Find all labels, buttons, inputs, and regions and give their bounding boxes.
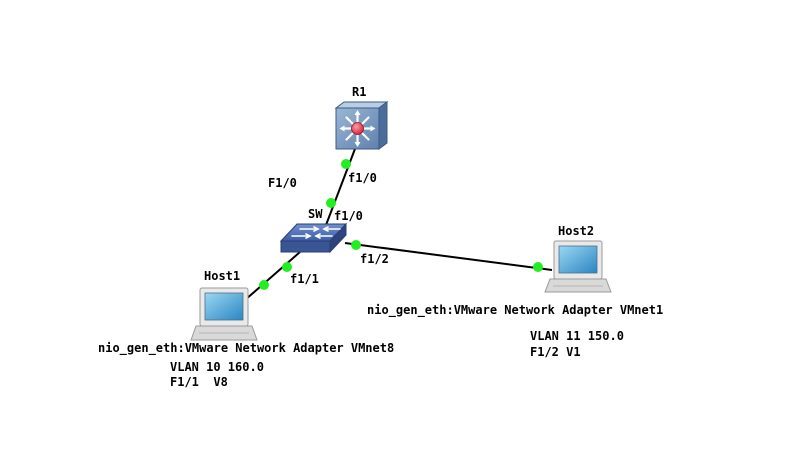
node-label-host2: Host2 [558, 224, 594, 238]
port-label-sw-f1-1: f1/1 [290, 272, 319, 286]
port-dot-sw-f1-2[interactable] [351, 240, 361, 250]
node-label-r1: R1 [352, 85, 366, 99]
host-computer-icon [190, 287, 258, 341]
host2-port-note: F1/2 V1 [530, 345, 581, 359]
port-dot-host1[interactable] [259, 280, 269, 290]
port-label-sw-f1-2: f1/2 [360, 252, 389, 266]
link-label-f1-0-upper: F1/0 [268, 176, 297, 190]
port-dot-r1-f1-0[interactable] [341, 159, 351, 169]
switch-sw[interactable]: SW [279, 207, 348, 254]
link-sw-host2[interactable] [344, 242, 553, 271]
link-r1-sw[interactable] [325, 140, 359, 226]
host1-port-note: F1/1 V8 [170, 375, 228, 389]
node-label-sw: SW [308, 207, 323, 221]
port-dot-sw-f1-1[interactable] [282, 262, 292, 272]
switch-icon [279, 222, 348, 254]
host1-computer[interactable]: Host1 [190, 269, 258, 341]
node-label-host1: Host1 [204, 269, 240, 283]
port-dot-sw-f1-0[interactable] [326, 198, 336, 208]
host2-computer[interactable]: Host2 [544, 224, 612, 293]
port-label-sw-f1-0: f1/0 [334, 209, 363, 223]
host2-adapter-note: nio_gen_eth:VMware Network Adapter VMnet… [367, 303, 663, 318]
host1-vlan-note: VLAN 10 160.0 [170, 360, 264, 374]
host1-adapter-note: nio_gen_eth:VMware Network Adapter VMnet… [98, 341, 394, 356]
host2-vlan-note: VLAN 11 150.0 [530, 329, 624, 343]
port-dot-host2[interactable] [533, 262, 543, 272]
link-sw-host1[interactable] [244, 251, 301, 301]
router-icon [334, 101, 389, 150]
port-label-r1-f1-0: f1/0 [348, 171, 377, 185]
router-r1[interactable]: R1 [334, 85, 389, 150]
host-computer-icon [544, 240, 612, 293]
